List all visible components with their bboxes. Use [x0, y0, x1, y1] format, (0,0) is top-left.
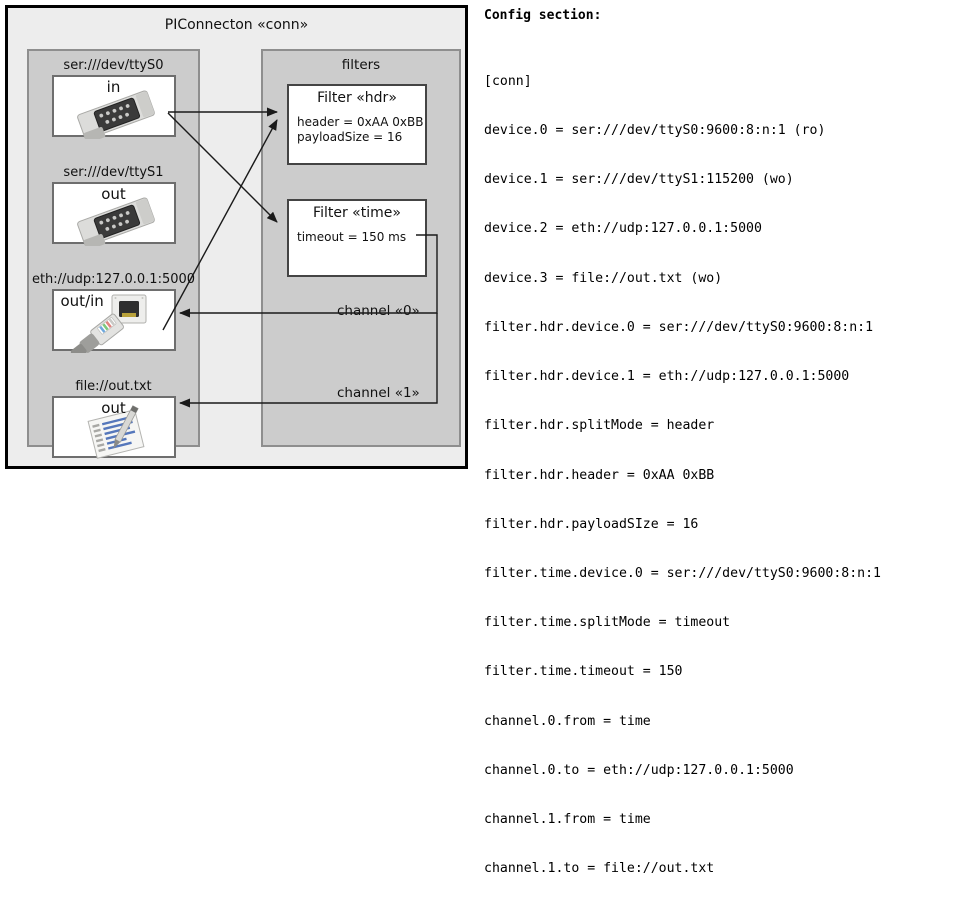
connector-outer-frame: PIConnecton «conn» ser:///dev/ttyS0 in	[5, 5, 468, 469]
config-line: channel.0.to = eth://udp:127.0.0.1:5000	[484, 762, 794, 778]
device-box-ttys0[interactable]: in	[51, 75, 176, 139]
device-caption-eth: eth://udp:127.0.0.1:5000	[31, 272, 196, 287]
config-line: device.2 = eth://udp:127.0.0.1:5000	[484, 221, 762, 237]
config-line: channel.1.from = time	[484, 812, 651, 828]
device-caption-ttys0: ser:///dev/ttyS0	[63, 58, 164, 73]
device-group-ttys0: ser:///dev/ttyS0 in	[29, 57, 198, 139]
config-line: device.0 = ser:///dev/ttyS0:9600:8:n:1 (…	[484, 123, 826, 139]
device-box-file[interactable]: out	[51, 396, 176, 459]
text-document-icon	[87, 405, 144, 459]
config-line: filter.hdr.device.1 = eth://udp:127.0.0.…	[484, 369, 850, 385]
config-line: device.1 = ser:///dev/ttyS1:115200 (wo)	[484, 172, 794, 188]
device-group-ttys1: ser:///dev/ttyS1 out	[29, 164, 198, 246]
devices-panel: ser:///dev/ttyS0 in	[27, 49, 200, 459]
config-line: filter.hdr.splitMode = header	[484, 418, 715, 434]
ethernet-plug-icon	[70, 294, 146, 353]
config-section: Config section: [conn] device.0 = ser://…	[482, 0, 964, 876]
architecture-diagram: PIConnecton «conn» ser:///dev/ttyS0 in	[0, 0, 478, 484]
channel-1-label: channel «1»	[337, 385, 420, 401]
config-line: filter.hdr.payloadSIze = 16	[484, 516, 699, 532]
device-caption-file: file://out.txt	[75, 379, 152, 394]
filter-hdr-prop-payloadsize: payloadSize = 16	[297, 130, 403, 144]
config-line: filter.hdr.header = 0xAA 0xBB	[484, 467, 715, 483]
filter-hdr-prop-header: header = 0xAA 0xBB	[297, 115, 424, 129]
channel-0-label: channel «0»	[337, 303, 420, 319]
config-lines: [conn] device.0 = ser:///dev/ttyS0:9600:…	[484, 41, 881, 911]
filters-panel-title: filters	[341, 57, 381, 73]
filter-time-prop-timeout: timeout = 150 ms	[297, 230, 407, 244]
diagram-title: PIConnecton «conn»	[164, 17, 309, 33]
device-group-eth: eth://udp:127.0.0.1:5000 out/in	[29, 271, 198, 353]
device-box-ttys1[interactable]: out	[51, 182, 176, 246]
filter-box-hdr[interactable]: Filter «hdr» header = 0xAA 0xBB payloadS…	[287, 84, 427, 165]
config-heading: Config section:	[484, 8, 602, 23]
serial-port-icon	[76, 90, 155, 139]
device-label-ttys0-in: in	[106, 78, 121, 96]
config-line: device.3 = file://out.txt (wo)	[484, 270, 723, 286]
config-line: [conn]	[484, 73, 532, 89]
config-line: channel.1.to = file://out.txt	[484, 861, 715, 877]
config-line: filter.hdr.device.0 = ser:///dev/ttyS0:9…	[484, 319, 874, 335]
device-label-file-out: out	[101, 399, 126, 417]
filter-box-time[interactable]: Filter «time» timeout = 150 ms	[287, 199, 427, 277]
config-line: filter.time.splitMode = timeout	[484, 615, 731, 631]
serial-port-icon	[76, 197, 155, 246]
device-box-eth[interactable]: out/in	[51, 289, 176, 353]
config-line: filter.time.device.0 = ser:///dev/ttyS0:…	[484, 566, 881, 581]
device-group-file: file://out.txt out	[29, 378, 198, 459]
device-label-ttys1-out: out	[101, 185, 126, 203]
filter-time-title: Filter «time»	[313, 205, 401, 221]
config-line: filter.time.timeout = 150	[484, 664, 683, 680]
filters-panel: filters Filter «hdr» header = 0xAA 0xBB …	[261, 49, 461, 447]
device-label-eth-outin: out/in	[60, 292, 104, 310]
filter-hdr-title: Filter «hdr»	[317, 90, 397, 106]
config-line: channel.0.from = time	[484, 713, 651, 729]
device-caption-ttys1: ser:///dev/ttyS1	[63, 165, 164, 180]
